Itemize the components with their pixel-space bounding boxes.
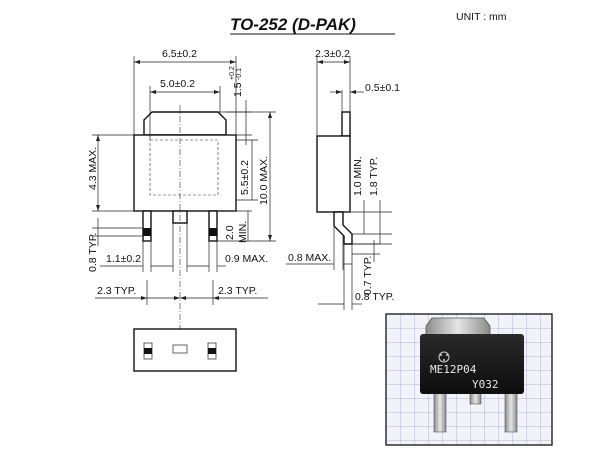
dim-inner-height: 5.5±0.2 [239,160,251,195]
front-hidden-outline [149,139,219,196]
side-view: 2.3±0.2 0.5±0.1 1.0 MIN. 1.8 TYP. 0.8 MA… [286,48,400,310]
package-title: TO-252 (D-PAK) [230,15,356,34]
dim-pitch-right: 2.3 TYP. [218,285,257,297]
bottom-lead-center [172,344,188,354]
dim-tab-width: 5.0±0.2 [160,78,195,90]
unit-label: UNIT : mm [456,11,507,23]
front-lead-left [142,210,152,242]
front-body [133,134,237,212]
dim-side-lead-max: 0.8 MAX. [288,252,331,264]
dim-lead-max: 0.9 MAX. [225,253,268,265]
side-tab [341,111,351,137]
photo-marking-line2: Y032 [472,378,499,391]
front-view: 6.5±0.2 5.0±0.2 1.5 +0.2 -0.1 4.3 MAX. 5… [87,48,276,345]
dim-side-thickness: 2.3±0.2 [315,48,350,60]
dim-overall-width: 6.5±0.2 [162,48,197,60]
dim-lead-min-suffix: MIN. [237,221,249,243]
front-lead-left-mark [143,228,151,236]
dim-tab-height: 1.5 [232,82,244,97]
side-body [316,135,351,213]
bottom-view [133,328,237,372]
front-lead-right-mark [209,228,217,236]
photo-chip-body [420,334,524,394]
dim-side-tab-thickness: 0.5±0.1 [365,82,400,94]
dim-lead-min: 2.0 [224,225,236,240]
dim-lead-typ: 0.8 TYP. [87,233,99,272]
photo-marking-line1: ME12P04 [430,363,477,376]
dim-tab-height-tol-minus: -0.1 [236,68,243,80]
front-tab [143,111,227,136]
dim-tab-height-tol-plus: +0.2 [229,66,236,80]
component-photo: ME12P04 Y032 [385,313,553,446]
photo-lead-right [504,391,518,433]
dim-pitch-left: 2.3 TYP. [97,285,136,297]
dim-body-height: 4.3 MAX. [87,147,99,190]
dim-lead-width: 1.1±0.2 [106,253,141,265]
dim-side-lead-typ: 0.7 TYP. [362,256,374,295]
dim-side-typ: 1.8 TYP. [368,157,380,196]
dim-side-min: 1.0 MIN. [352,156,364,196]
front-lead-right [208,210,218,242]
photo-logo-icon [438,351,450,363]
photo-lead-left [433,391,447,433]
dim-total-height: 10.0 MAX. [258,156,270,205]
dim-side-bottom-typ: 0.8 TYP. [355,291,394,303]
